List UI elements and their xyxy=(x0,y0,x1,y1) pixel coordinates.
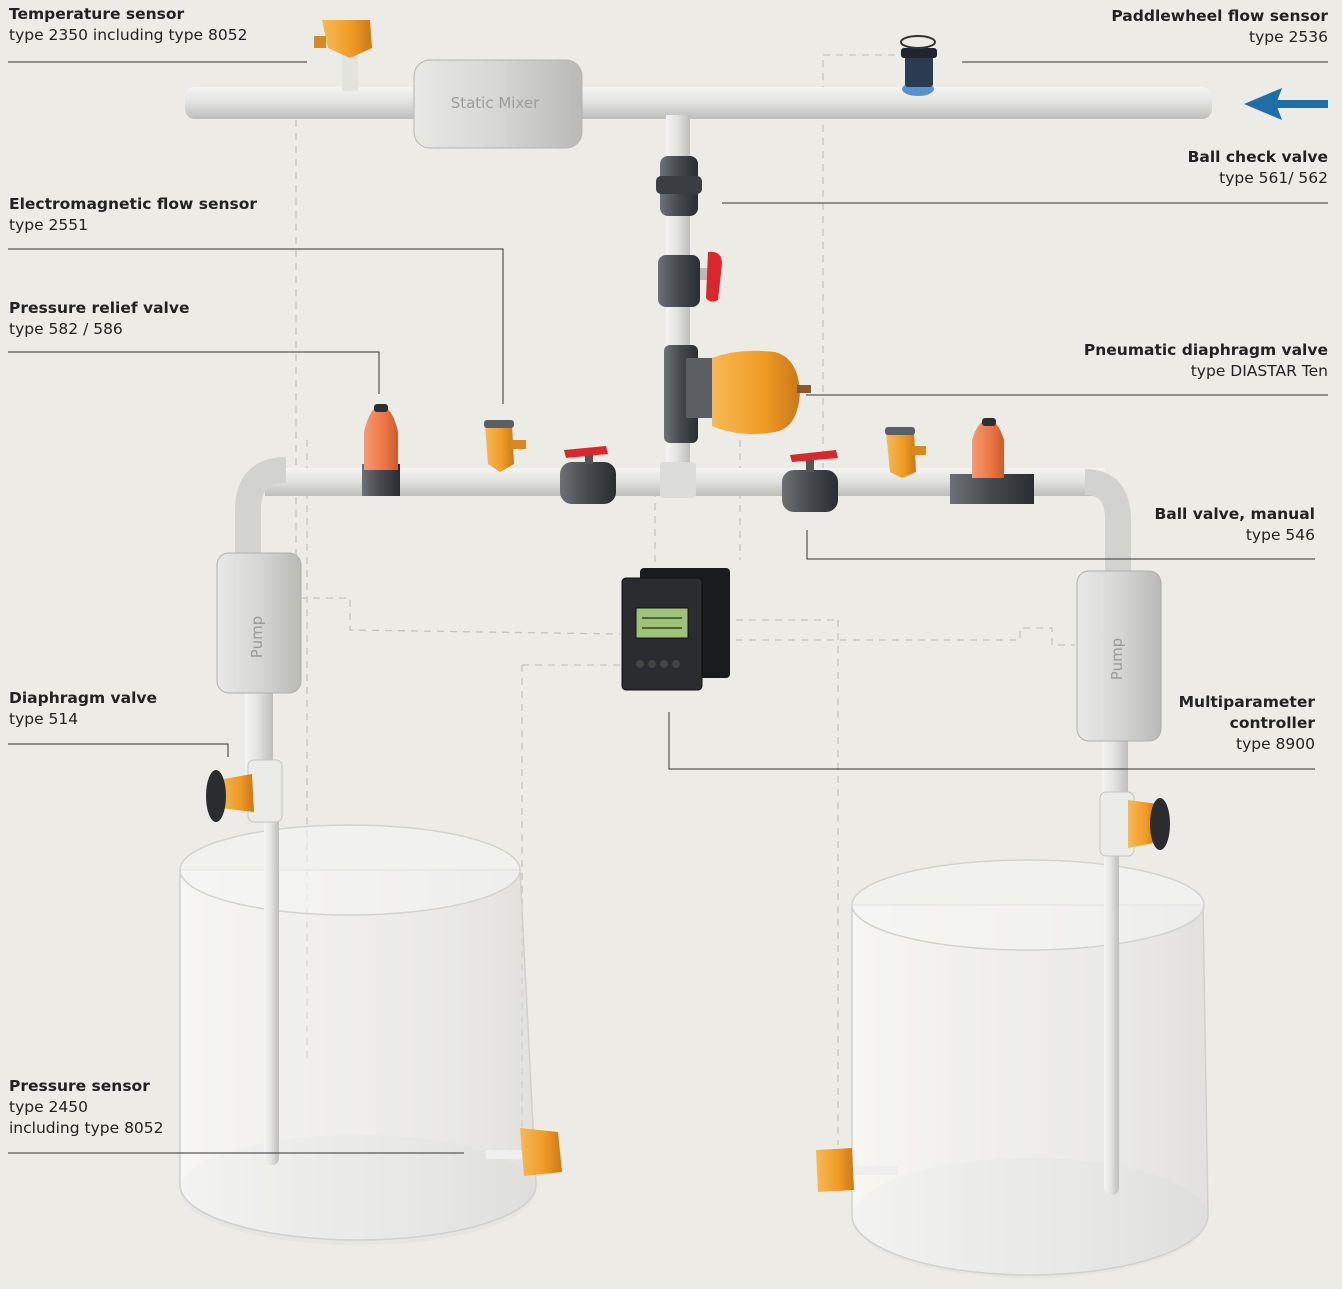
label-type: type 2551 xyxy=(9,216,88,234)
label-type: type DIASTAR Ten xyxy=(1190,362,1328,380)
static-mixer: Static Mixer xyxy=(413,59,583,149)
label-title: Ball check valve xyxy=(1187,148,1328,166)
pneumatic-diaphragm-valve xyxy=(664,345,811,443)
ball-valve-manual-right xyxy=(782,450,838,512)
label-title: Pressure relief valve xyxy=(9,299,190,317)
paddlewheel-flow-sensor xyxy=(900,35,937,96)
pump-left: Pump xyxy=(216,552,302,694)
label-title: Paddlewheel flow sensor xyxy=(1111,7,1328,25)
label-title: Diaphragm valve xyxy=(9,689,158,707)
pump-left-label: Pump xyxy=(248,616,266,658)
label-pressure-sensor: Pressure sensor type 2450 including type… xyxy=(9,1076,164,1139)
ball-check-valve xyxy=(656,156,702,216)
label-type: type 2350 including type 8052 xyxy=(9,26,248,44)
tank-right xyxy=(851,859,1209,1278)
pump-right: Pump xyxy=(1076,570,1162,742)
diaphragm-valve-left xyxy=(206,759,283,823)
label-paddlewheel-flow-sensor: Paddlewheel flow sensor type 2536 xyxy=(1111,6,1328,48)
label-diaphragm-valve: Diaphragm valve type 514 xyxy=(9,688,157,730)
label-type: type 514 xyxy=(9,710,79,728)
label-pressure-relief-valve: Pressure relief valve type 582 / 586 xyxy=(9,298,189,340)
label-type: type 561/ 562 xyxy=(1219,169,1328,187)
label-title-line1: Multiparameter xyxy=(1178,693,1315,711)
label-title: Pneumatic diaphragm valve xyxy=(1083,341,1328,359)
electromagnetic-flow-sensor-right xyxy=(885,427,926,478)
label-type: type 546 xyxy=(1245,526,1315,544)
leader-lines xyxy=(8,61,1328,1154)
label-electromagnetic-flow-sensor: Electromagnetic flow sensor type 2551 xyxy=(9,194,257,236)
label-type-extra: including type 8052 xyxy=(9,1119,164,1137)
pump-right-label: Pump xyxy=(1108,638,1126,680)
temperature-sensor xyxy=(314,20,372,91)
label-title: Electromagnetic flow sensor xyxy=(9,195,258,213)
header-pipe xyxy=(185,87,1212,119)
pressure-relief-valve-right xyxy=(950,418,1034,504)
label-title: Pressure sensor xyxy=(9,1077,150,1095)
label-ball-valve-manual: Ball valve, manual type 546 xyxy=(1154,504,1315,546)
pressure-sensor-right xyxy=(816,1148,898,1192)
pressure-relief-valve-left xyxy=(362,404,400,496)
label-temperature-sensor: Temperature sensor type 2350 including t… xyxy=(9,4,247,46)
static-mixer-label: Static Mixer xyxy=(451,94,540,112)
label-type: type 2536 xyxy=(1249,28,1328,46)
label-multiparameter-controller: Multiparameter controller type 8900 xyxy=(1179,692,1315,755)
multiparameter-controller xyxy=(621,568,730,691)
electromagnetic-flow-sensor-left xyxy=(484,420,526,472)
label-type: type 8900 xyxy=(1236,735,1315,753)
dip-tube-right xyxy=(1104,790,1119,1195)
dip-tube-left xyxy=(264,770,279,1165)
ball-valve-manual-left xyxy=(560,446,616,504)
label-pneumatic-diaphragm-valve: Pneumatic diaphragm valve type DIASTAR T… xyxy=(1084,340,1328,382)
pressure-sensor-left xyxy=(486,1128,562,1176)
label-title: Ball valve, manual xyxy=(1154,505,1315,523)
label-title: Temperature sensor xyxy=(9,5,185,23)
label-type: type 582 / 586 xyxy=(9,320,123,338)
label-title-line2: controller xyxy=(1229,714,1315,732)
flow-direction-arrow xyxy=(1244,88,1328,120)
ball-valve-vertical xyxy=(658,251,722,307)
label-ball-check-valve: Ball check valve type 561/ 562 xyxy=(1188,147,1328,189)
tank-left xyxy=(179,824,537,1245)
label-type: type 2450 xyxy=(9,1098,88,1116)
diaphragm-valve-right xyxy=(1099,791,1170,857)
